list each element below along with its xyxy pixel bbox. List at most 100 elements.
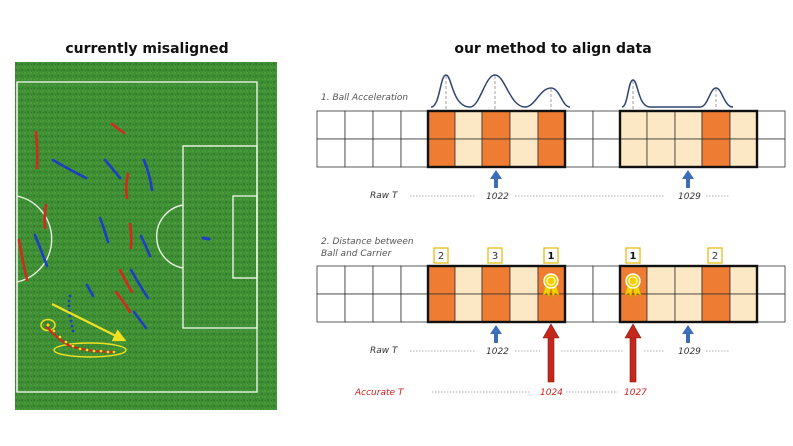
pitch-background [15,62,277,410]
blue-arrow-1022-a [490,170,502,188]
raw-t-value-1022-b: 1022 [486,347,509,357]
timeline-cell [646,110,676,140]
blue-arrow-1029-a [682,170,694,188]
timeline-cell [564,293,594,323]
timeline-cell [674,138,703,168]
timeline-cell [427,138,456,168]
highlighted-carrier [40,303,127,358]
timeline-cell [344,110,374,140]
rank-badge: 1 [625,247,641,264]
right-title: our method to align data [454,41,651,57]
rank-badges: 2 3 1 1 2 [433,247,723,264]
timeline-cell [481,138,511,168]
section2-label-line1: 2. Distance between [321,237,414,247]
acceleration-curve-2 [621,79,734,108]
rank-badge: 1 [543,247,559,264]
timeline-cell [400,110,429,140]
timeline-cell [454,138,483,168]
timeline-cell [509,293,539,323]
timeline-cell [537,293,566,323]
svg-text:1: 1 [630,251,637,262]
timeline-cell [400,293,429,323]
timeline-cell [729,110,758,140]
timeline-cell [564,110,594,140]
blue-arrow-1029-b [682,325,694,343]
acceleration-curve-1 [430,74,571,108]
timeline-cell [674,293,703,323]
timeline-cell [427,110,456,140]
timeline-cell [646,138,676,168]
timeline-cell [564,265,594,295]
rank-badge: 2 [707,247,723,264]
timeline-cell [592,110,621,140]
timeline-cell [701,110,731,140]
timeline-cell [756,138,786,168]
svg-text:2: 2 [438,251,444,262]
timeline-cell [316,293,346,323]
timeline-cell [372,293,402,323]
award-ribbon-icon [542,273,560,298]
timeline-cell [316,138,346,168]
accurate-t-value-1024: 1024 [540,388,563,398]
raw-t-label-1: Raw T [370,191,399,201]
timeline-cell [729,265,758,295]
timeline-cell [344,138,374,168]
time-window-outline [426,109,567,169]
timeline-cell [372,265,402,295]
timeline-grid-1 [316,109,786,169]
timeline-cell [592,265,621,295]
svg-text:1: 1 [548,251,555,262]
timeline-cell [400,265,429,295]
ball-trail [67,294,75,333]
soccer-pitch [15,62,277,410]
timeline-cell [427,265,456,295]
raw-t-label-2: Raw T [370,346,399,356]
timeline-cell [372,110,402,140]
raw-t-value-1022-a: 1022 [486,192,509,202]
timeline-cell [756,265,786,295]
pitch-markings [16,81,258,393]
timeline-cell [729,138,758,168]
timeline-cell [316,110,346,140]
timeline-cell [481,265,511,295]
time-window-outline [618,109,759,169]
timeline-cell [509,110,539,140]
timeline-cell [454,110,483,140]
timeline-cell [372,138,402,168]
timeline-cell [619,138,648,168]
time-window-outline [426,264,567,324]
accurate-t-value-1027: 1027 [624,388,647,398]
timeline-cell [729,293,758,323]
timeline-cell [509,265,539,295]
svg-text:2: 2 [712,251,718,262]
timeline-cell [756,110,786,140]
timeline-cell [701,265,731,295]
timeline-cell [481,110,511,140]
blue-arrow-1022-b [490,325,502,343]
svg-text:3: 3 [492,251,498,262]
timeline-cell [592,138,621,168]
section1-label: 1. Ball Acceleration [321,93,408,103]
movement-arrow [51,303,127,342]
raw-t-value-1029-a: 1029 [678,192,701,202]
timeline-cell [619,293,648,323]
timeline-cell [701,293,731,323]
rank-badge: 3 [487,247,503,264]
timeline-cell [756,293,786,323]
timeline-cell [316,265,346,295]
section2-label-line2: Ball and Carrier [321,249,393,259]
award-ribbon-icon [624,273,642,298]
timeline-cell [564,138,594,168]
timeline-cell [537,138,566,168]
time-window-outline [618,264,759,324]
timeline-cell [344,293,374,323]
accurate-t-label: Accurate T [354,388,405,398]
timeline-cell [592,293,621,323]
raw-t-value-1029-b: 1029 [678,347,701,357]
timeline-cell [701,138,731,168]
red-arrow-1027 [624,323,642,383]
timeline-cell [454,265,483,295]
player-trajectories [17,122,211,330]
timeline-cell [619,110,648,140]
